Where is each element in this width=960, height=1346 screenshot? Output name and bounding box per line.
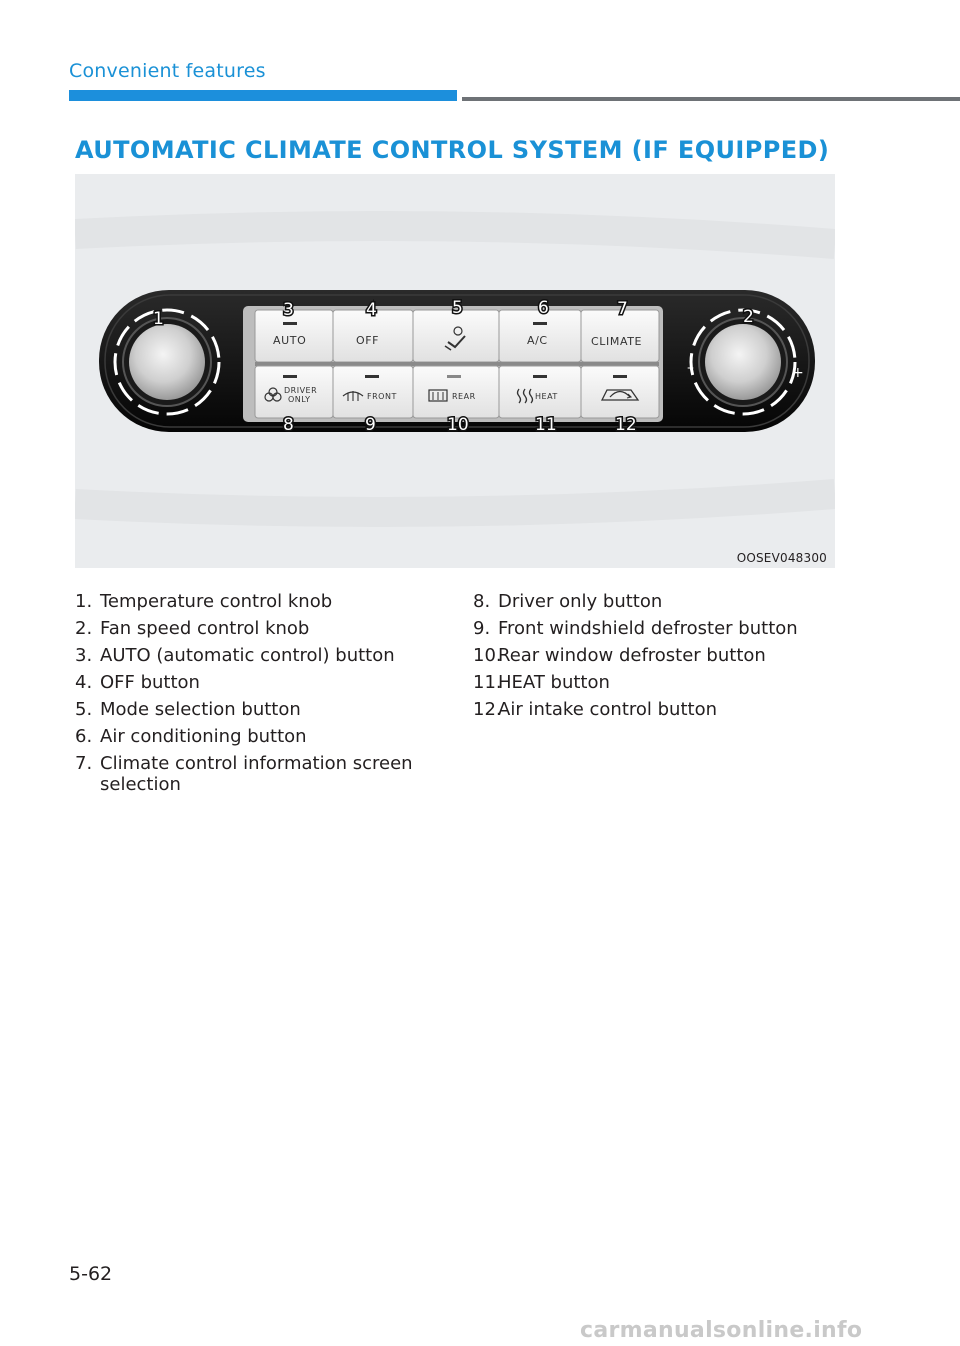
- section-header: Convenient features: [69, 60, 266, 82]
- legend-text: Climate control information screen selec…: [100, 753, 413, 795]
- legend-number: 9.: [473, 618, 491, 639]
- heat-label: HEAT: [535, 392, 558, 401]
- fan-speed-scale: [689, 308, 797, 416]
- driver-only-label-line1: DRIVER: [284, 386, 317, 395]
- legend-text: Temperature control knob: [100, 591, 333, 612]
- page-number: 5-62: [69, 1263, 113, 1285]
- legend-number: 11.: [473, 672, 502, 693]
- legend-text: OFF button: [100, 672, 200, 693]
- legend-item: 7. Climate control information screen sel…: [75, 750, 435, 798]
- legend-text: Mode selection button: [100, 699, 301, 720]
- legend-number: 1.: [75, 591, 93, 612]
- legend-item: 6. Air conditioning button: [75, 723, 435, 750]
- legend-item: 5. Mode selection button: [75, 696, 435, 723]
- legend-text: Air conditioning button: [100, 726, 307, 747]
- rear-defrost-indicator: [447, 375, 461, 378]
- rear-defrost-label: REAR: [452, 392, 476, 401]
- legend-item: 11.HEAT button: [473, 669, 833, 696]
- heat-icon: [516, 388, 534, 404]
- auto-button-label: AUTO: [273, 334, 306, 347]
- ac-button-label: A/C: [527, 334, 548, 347]
- fan-icon: [264, 387, 282, 402]
- callout-4: 4: [366, 300, 377, 320]
- legend-item: 12.Air intake control button: [473, 696, 833, 723]
- rear-defrost-icon: [428, 389, 448, 402]
- legend-number: 8.: [473, 591, 491, 612]
- legend-left: 1. Temperature control knob 2. Fan speed c…: [75, 588, 435, 798]
- legend-number: 12.: [473, 699, 502, 720]
- legend-right: 8. Driver only button 9. Front windshield …: [473, 588, 833, 723]
- callout-7: 7: [617, 299, 628, 319]
- legend-text: HEAT button: [498, 672, 610, 693]
- legend-text: AUTO (automatic control) button: [100, 645, 395, 666]
- legend-number: 6.: [75, 726, 93, 747]
- front-defrost-indicator: [365, 375, 379, 378]
- legend-number: 5.: [75, 699, 93, 720]
- header-rule: [462, 97, 960, 101]
- legend-item: 2. Fan speed control knob: [75, 615, 435, 642]
- driver-only-label-line2: ONLY: [288, 395, 311, 404]
- legend-item: 3. AUTO (automatic control) button: [75, 642, 435, 669]
- legend-text: Rear window defroster button: [498, 645, 766, 666]
- legend-item: 1. Temperature control knob: [75, 588, 435, 615]
- callout-1: 1: [153, 309, 164, 329]
- watermark: carmanualsonline.info: [580, 1318, 863, 1343]
- mode-selection-icon: [444, 326, 466, 351]
- callout-10: 10: [447, 415, 469, 435]
- legend-text: Driver only button: [498, 591, 663, 612]
- air-intake-icon: [600, 389, 640, 401]
- legend-number: 2.: [75, 618, 93, 639]
- off-button-label: OFF: [356, 334, 379, 347]
- fan-speed-control-knob[interactable]: [705, 324, 781, 400]
- climate-panel-illustration: – + AUTO OFF A/C CLIMATE: [75, 174, 835, 568]
- ac-indicator: [533, 322, 547, 325]
- legend-number: 7.: [75, 753, 93, 774]
- driver-only-indicator: [283, 375, 297, 378]
- callout-8: 8: [283, 415, 294, 435]
- fan-plus-sign: +: [792, 365, 804, 381]
- heat-indicator: [533, 375, 547, 378]
- callout-3: 3: [283, 300, 294, 320]
- callout-12: 12: [615, 415, 637, 435]
- callout-5: 5: [452, 298, 463, 318]
- bottom-button-row: DRIVER ONLY FRONT REAR HEAT: [254, 365, 660, 419]
- top-button-row: AUTO OFF A/C CLIMATE: [254, 309, 660, 363]
- callout-6: 6: [538, 298, 549, 318]
- climate-button-label: CLIMATE: [591, 335, 642, 348]
- legend-number: 4.: [75, 672, 93, 693]
- fan-minus-sign: –: [687, 360, 694, 376]
- legend-text: Front windshield defroster button: [498, 618, 798, 639]
- legend-item: 10.Rear window defroster button: [473, 642, 833, 669]
- legend-text: Air intake control button: [498, 699, 717, 720]
- climate-control-figure: – + AUTO OFF A/C CLIMATE: [75, 174, 835, 568]
- auto-indicator: [283, 322, 297, 325]
- front-defrost-label: FRONT: [367, 392, 397, 401]
- legend-number: 3.: [75, 645, 93, 666]
- legend-item: 8. Driver only button: [473, 588, 833, 615]
- page-title: AUTOMATIC CLIMATE CONTROL SYSTEM (IF EQU…: [75, 136, 830, 164]
- callout-11: 11: [535, 415, 557, 435]
- button-divider: [255, 362, 659, 366]
- figure-code: OOSEV048300: [736, 551, 827, 565]
- legend-item: 9. Front windshield defroster button: [473, 615, 833, 642]
- callout-2: 2: [743, 307, 754, 327]
- legend-number: 10.: [473, 645, 502, 666]
- legend-item: 4. OFF button: [75, 669, 435, 696]
- front-defrost-icon: [342, 391, 364, 401]
- air-intake-indicator: [613, 375, 627, 378]
- legend-text: Fan speed control knob: [100, 618, 310, 639]
- temperature-control-knob[interactable]: [129, 324, 205, 400]
- header-accent-bar: [69, 90, 457, 101]
- callout-9: 9: [365, 415, 376, 435]
- temperature-scale: [113, 308, 221, 416]
